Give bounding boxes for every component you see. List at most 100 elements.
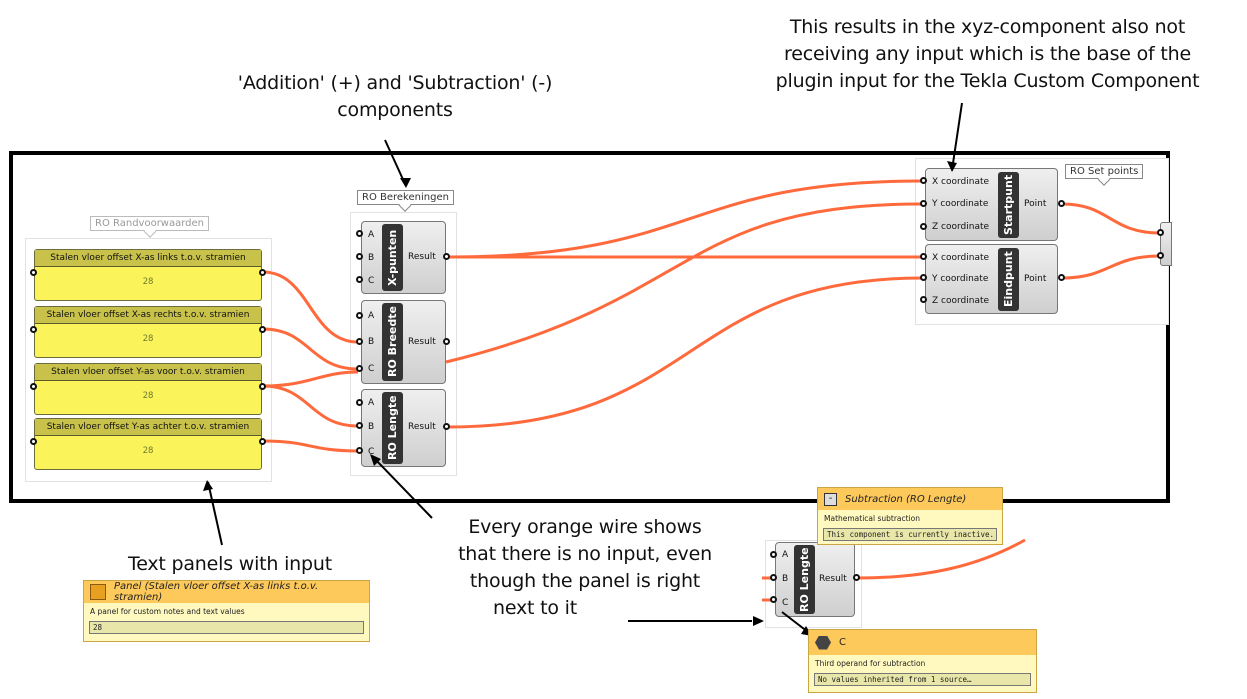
input-b[interactable]: B bbox=[782, 574, 789, 584]
output-grip[interactable] bbox=[259, 383, 266, 390]
output-grip[interactable] bbox=[443, 423, 450, 430]
group-label-set-points: RO Set points bbox=[1065, 164, 1144, 179]
output-result[interactable]: Result bbox=[408, 252, 436, 262]
input-grip[interactable] bbox=[356, 422, 363, 429]
output-grip[interactable] bbox=[853, 574, 860, 581]
input-b[interactable]: B bbox=[368, 253, 375, 263]
input-grip[interactable] bbox=[920, 253, 927, 260]
component-eindpunt[interactable]: X coordinate Y coordinate Z coordinate E… bbox=[925, 244, 1058, 314]
panel-title: Stalen vloer offset X-as links t.o.v. st… bbox=[35, 250, 261, 267]
input-grip[interactable] bbox=[356, 338, 363, 345]
panel-value[interactable]: 28 bbox=[142, 334, 154, 344]
component-ro-lengte[interactable]: A B C RO Lengte Result bbox=[361, 389, 446, 467]
input-b[interactable]: B bbox=[368, 422, 375, 432]
input-a[interactable]: A bbox=[368, 398, 375, 408]
panel-value[interactable]: 28 bbox=[142, 446, 154, 456]
component-ro-breedte[interactable]: A B C RO Breedte Result bbox=[361, 300, 446, 384]
output-grip[interactable] bbox=[259, 326, 266, 333]
panel-icon bbox=[90, 584, 106, 600]
annotation-addition-subtraction: 'Addition' (+) and 'Subtraction' (-) com… bbox=[195, 70, 595, 124]
input-grip[interactable] bbox=[920, 177, 927, 184]
panel-title: Stalen vloer offset Y-as achter t.o.v. s… bbox=[35, 419, 261, 436]
input-grip[interactable] bbox=[356, 230, 363, 237]
input-b[interactable]: B bbox=[368, 337, 375, 347]
input-z[interactable]: Z coordinate bbox=[932, 296, 990, 306]
input-grip[interactable] bbox=[920, 223, 927, 230]
input-z[interactable]: Z coordinate bbox=[932, 222, 990, 232]
output-grip[interactable] bbox=[259, 269, 266, 276]
tooltip-title: C bbox=[839, 637, 846, 648]
group-label-randvoorwaarden: RO Randvoorwaarden bbox=[90, 216, 210, 231]
wire bbox=[445, 202, 923, 364]
output-point[interactable]: Point bbox=[1024, 199, 1047, 209]
annotation-line: components bbox=[337, 99, 453, 121]
input-grip[interactable] bbox=[356, 365, 363, 372]
input-a[interactable]: A bbox=[368, 230, 375, 240]
input-c[interactable]: C bbox=[368, 447, 375, 457]
input-grip[interactable] bbox=[1157, 229, 1164, 236]
input-c[interactable]: C bbox=[368, 276, 375, 286]
output-grip[interactable] bbox=[1058, 200, 1065, 207]
input-grip[interactable] bbox=[770, 574, 777, 581]
detail-component-ro-lengte[interactable]: A B C RO Lengte Result bbox=[775, 542, 855, 617]
input-grip[interactable] bbox=[356, 399, 363, 406]
annotation-xyz-component: This results in the xyz-component also n… bbox=[725, 14, 1247, 95]
panel-value[interactable]: 28 bbox=[142, 277, 154, 287]
output-grip[interactable] bbox=[443, 338, 450, 345]
component-x-punten[interactable]: A B C X-punten Result bbox=[361, 221, 446, 294]
wire bbox=[856, 538, 1026, 580]
minus-icon: - bbox=[824, 492, 837, 506]
input-grip[interactable] bbox=[356, 312, 363, 319]
panel-title: Stalen vloer offset X-as rechts t.o.v. s… bbox=[35, 307, 261, 324]
input-grip[interactable] bbox=[30, 326, 37, 333]
input-grip[interactable] bbox=[356, 447, 363, 454]
text-panel[interactable]: Stalen vloer offset Y-as achter t.o.v. s… bbox=[34, 418, 262, 470]
input-a[interactable]: A bbox=[782, 550, 789, 560]
wire bbox=[447, 179, 923, 259]
panel-value[interactable]: 28 bbox=[142, 391, 154, 401]
annotation-line: plugin input for the Tekla Custom Compon… bbox=[775, 70, 1200, 92]
text-panel[interactable]: Stalen vloer offset Y-as voor t.o.v. str… bbox=[34, 363, 262, 415]
output-grip[interactable] bbox=[1058, 274, 1065, 281]
component-startpunt[interactable]: X coordinate Y coordinate Z coordinate S… bbox=[925, 168, 1058, 241]
input-grip[interactable] bbox=[770, 551, 777, 558]
output-result[interactable]: Result bbox=[819, 574, 847, 584]
input-grip[interactable] bbox=[356, 276, 363, 283]
tooltip-value: This component is currently inactive. bbox=[823, 528, 997, 541]
annotation-line: that there is no input, even bbox=[458, 543, 712, 565]
input-grip[interactable] bbox=[356, 253, 363, 260]
wire bbox=[447, 276, 923, 429]
text-panel[interactable]: Stalen vloer offset X-as links t.o.v. st… bbox=[34, 249, 262, 301]
input-x[interactable]: X coordinate bbox=[932, 177, 990, 187]
input-grip[interactable] bbox=[30, 269, 37, 276]
input-a[interactable]: A bbox=[368, 311, 375, 321]
output-result[interactable]: Result bbox=[408, 422, 436, 432]
input-grip[interactable] bbox=[920, 274, 927, 281]
input-c[interactable]: C bbox=[368, 364, 375, 374]
input-c[interactable]: C bbox=[782, 598, 789, 608]
group-label-berekeningen: RO Berekeningen bbox=[357, 190, 454, 205]
output-grip[interactable] bbox=[443, 253, 450, 260]
tooltip-description: A panel for custom notes and text values bbox=[90, 607, 245, 616]
input-x[interactable]: X coordinate bbox=[932, 253, 990, 263]
output-point[interactable]: Point bbox=[1024, 274, 1047, 284]
output-result[interactable]: Result bbox=[408, 337, 436, 347]
arrowhead bbox=[753, 616, 764, 626]
input-grip[interactable] bbox=[770, 596, 777, 603]
text-panel[interactable]: Stalen vloer offset X-as rechts t.o.v. s… bbox=[34, 306, 262, 358]
input-grip[interactable] bbox=[1157, 252, 1164, 259]
tooltip-value: No values inherited from 1 source… bbox=[814, 673, 1031, 686]
annotation-text-panels: Text panels with input bbox=[80, 551, 380, 578]
input-y[interactable]: Y coordinate bbox=[932, 274, 989, 284]
arrowhead bbox=[203, 480, 213, 491]
input-grip[interactable] bbox=[920, 200, 927, 207]
input-grip[interactable] bbox=[30, 438, 37, 445]
input-y[interactable]: Y coordinate bbox=[932, 199, 989, 209]
input-grip[interactable] bbox=[920, 296, 927, 303]
panel-title: Stalen vloer offset Y-as voor t.o.v. str… bbox=[35, 364, 261, 381]
tooltip-value: 28 bbox=[89, 621, 364, 634]
wire bbox=[262, 370, 359, 388]
input-grip[interactable] bbox=[30, 383, 37, 390]
output-grip[interactable] bbox=[259, 438, 266, 445]
annotation-line: next to it bbox=[493, 597, 577, 619]
